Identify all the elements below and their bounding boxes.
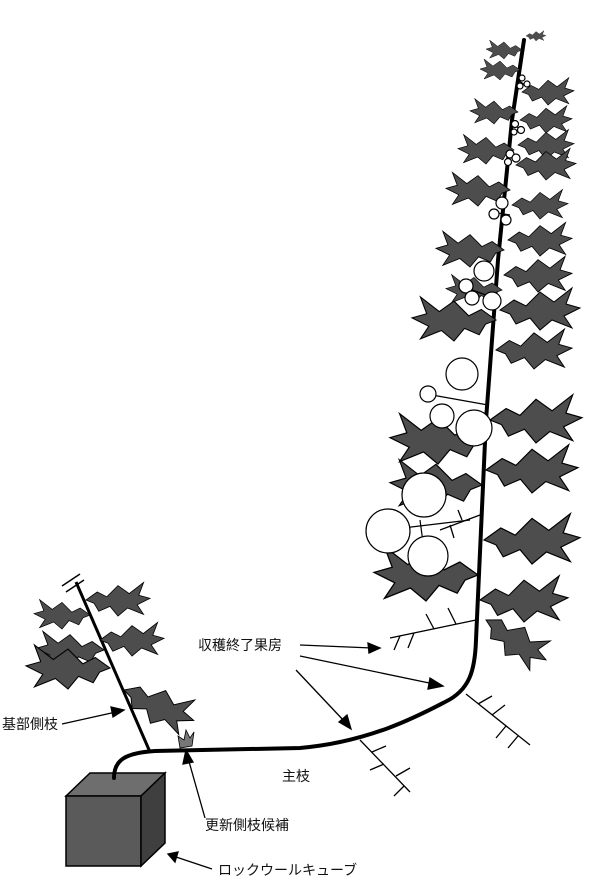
- label-harvest-finished-truss: 収穫終了果房: [198, 638, 282, 654]
- rockwool-cube: [64, 771, 167, 868]
- label-renewal-side-shoot-candidate: 更新側枝候補: [205, 818, 289, 834]
- leader-arrows: [61, 641, 445, 870]
- main-stem: [112, 38, 526, 780]
- label-main-stem: 主枝: [282, 769, 310, 785]
- harvested-trusses: [359, 509, 531, 797]
- fruit-trusses: [365, 74, 531, 577]
- cube-front-face: [65, 795, 142, 867]
- cube-side-face: [140, 771, 166, 868]
- label-rockwool-cube: ロックウールキューブ: [218, 862, 357, 879]
- basal-side-shoot: [25, 573, 203, 753]
- renewal-side-shoot-sprout: [177, 728, 195, 749]
- label-basal-side-shoot: 基部側枝: [2, 716, 58, 733]
